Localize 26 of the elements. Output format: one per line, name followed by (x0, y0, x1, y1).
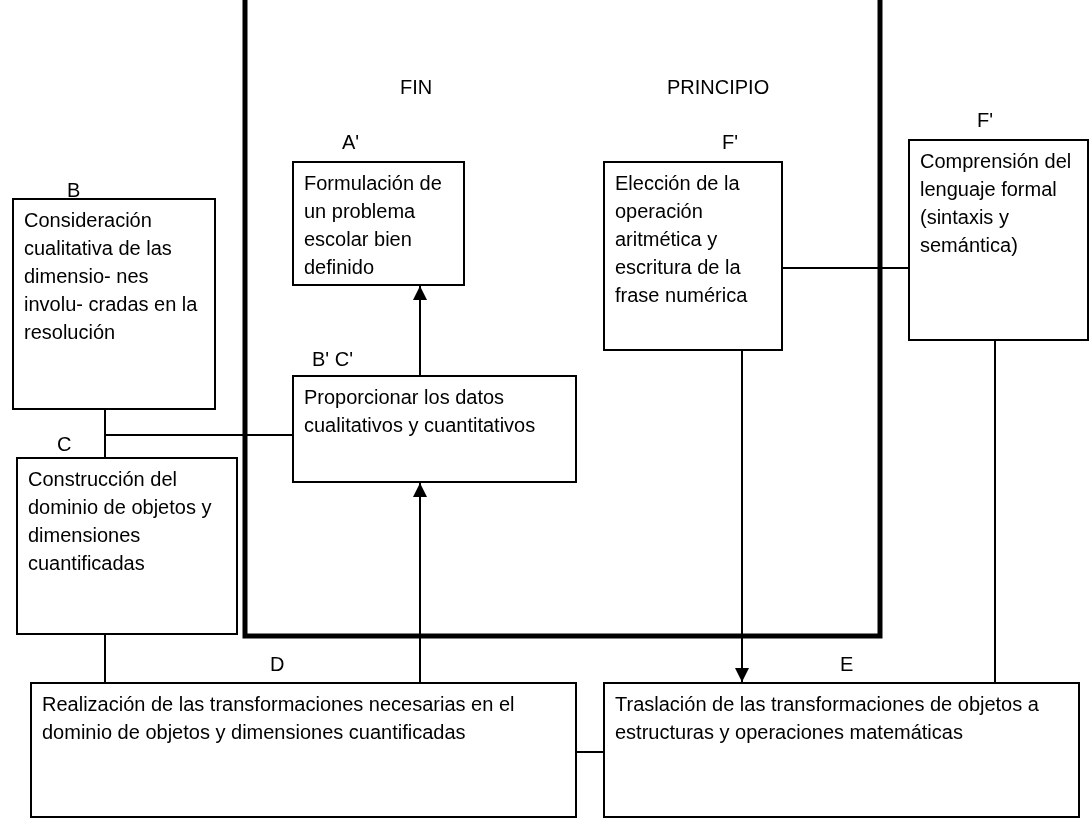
node-text: Realización de las transformaciones necesarias en el dominio de objetos y dimensiones cuantificadas (42, 692, 516, 745)
node-heading: C (57, 434, 72, 454)
connector-line (104, 634, 106, 683)
node-text: Construcción del dominio de objetos y dimensiones cuantificadas (28, 467, 213, 576)
node-text: Formulación de un problema escolar bien definido (304, 171, 443, 280)
node-heading: E (840, 654, 854, 674)
arrow (413, 482, 427, 683)
section-label: FIN (400, 76, 433, 99)
node-heading: B' C' (312, 349, 353, 369)
connector-line (782, 267, 909, 269)
arrow (735, 350, 749, 683)
section-label: PRINCIPIO (667, 76, 770, 99)
arrow (413, 285, 427, 376)
node-heading: D (270, 654, 285, 674)
node-heading: F' (977, 110, 994, 130)
node-text: Consideración cualitativa de las dimensio- nes involu- cradas en la resolución (24, 208, 199, 345)
node-heading: B (67, 180, 81, 200)
node-heading: F' (722, 132, 739, 152)
connector-line (104, 434, 293, 458)
node-text: Comprensión del lenguaje formal (sintaxis y semántica) (920, 149, 1073, 258)
node-text: Traslación de las transformaciones de objetos a estructuras y operaciones matemáticas (615, 692, 1040, 745)
node-text: Proporcionar los datos cualitativos y cuantitativos (304, 385, 537, 438)
node-heading: A' (342, 132, 360, 152)
connector-line (994, 340, 996, 683)
node-text: Elección de la operación aritmética y escritura de la frase numérica (615, 171, 749, 308)
connector-line (576, 751, 604, 753)
